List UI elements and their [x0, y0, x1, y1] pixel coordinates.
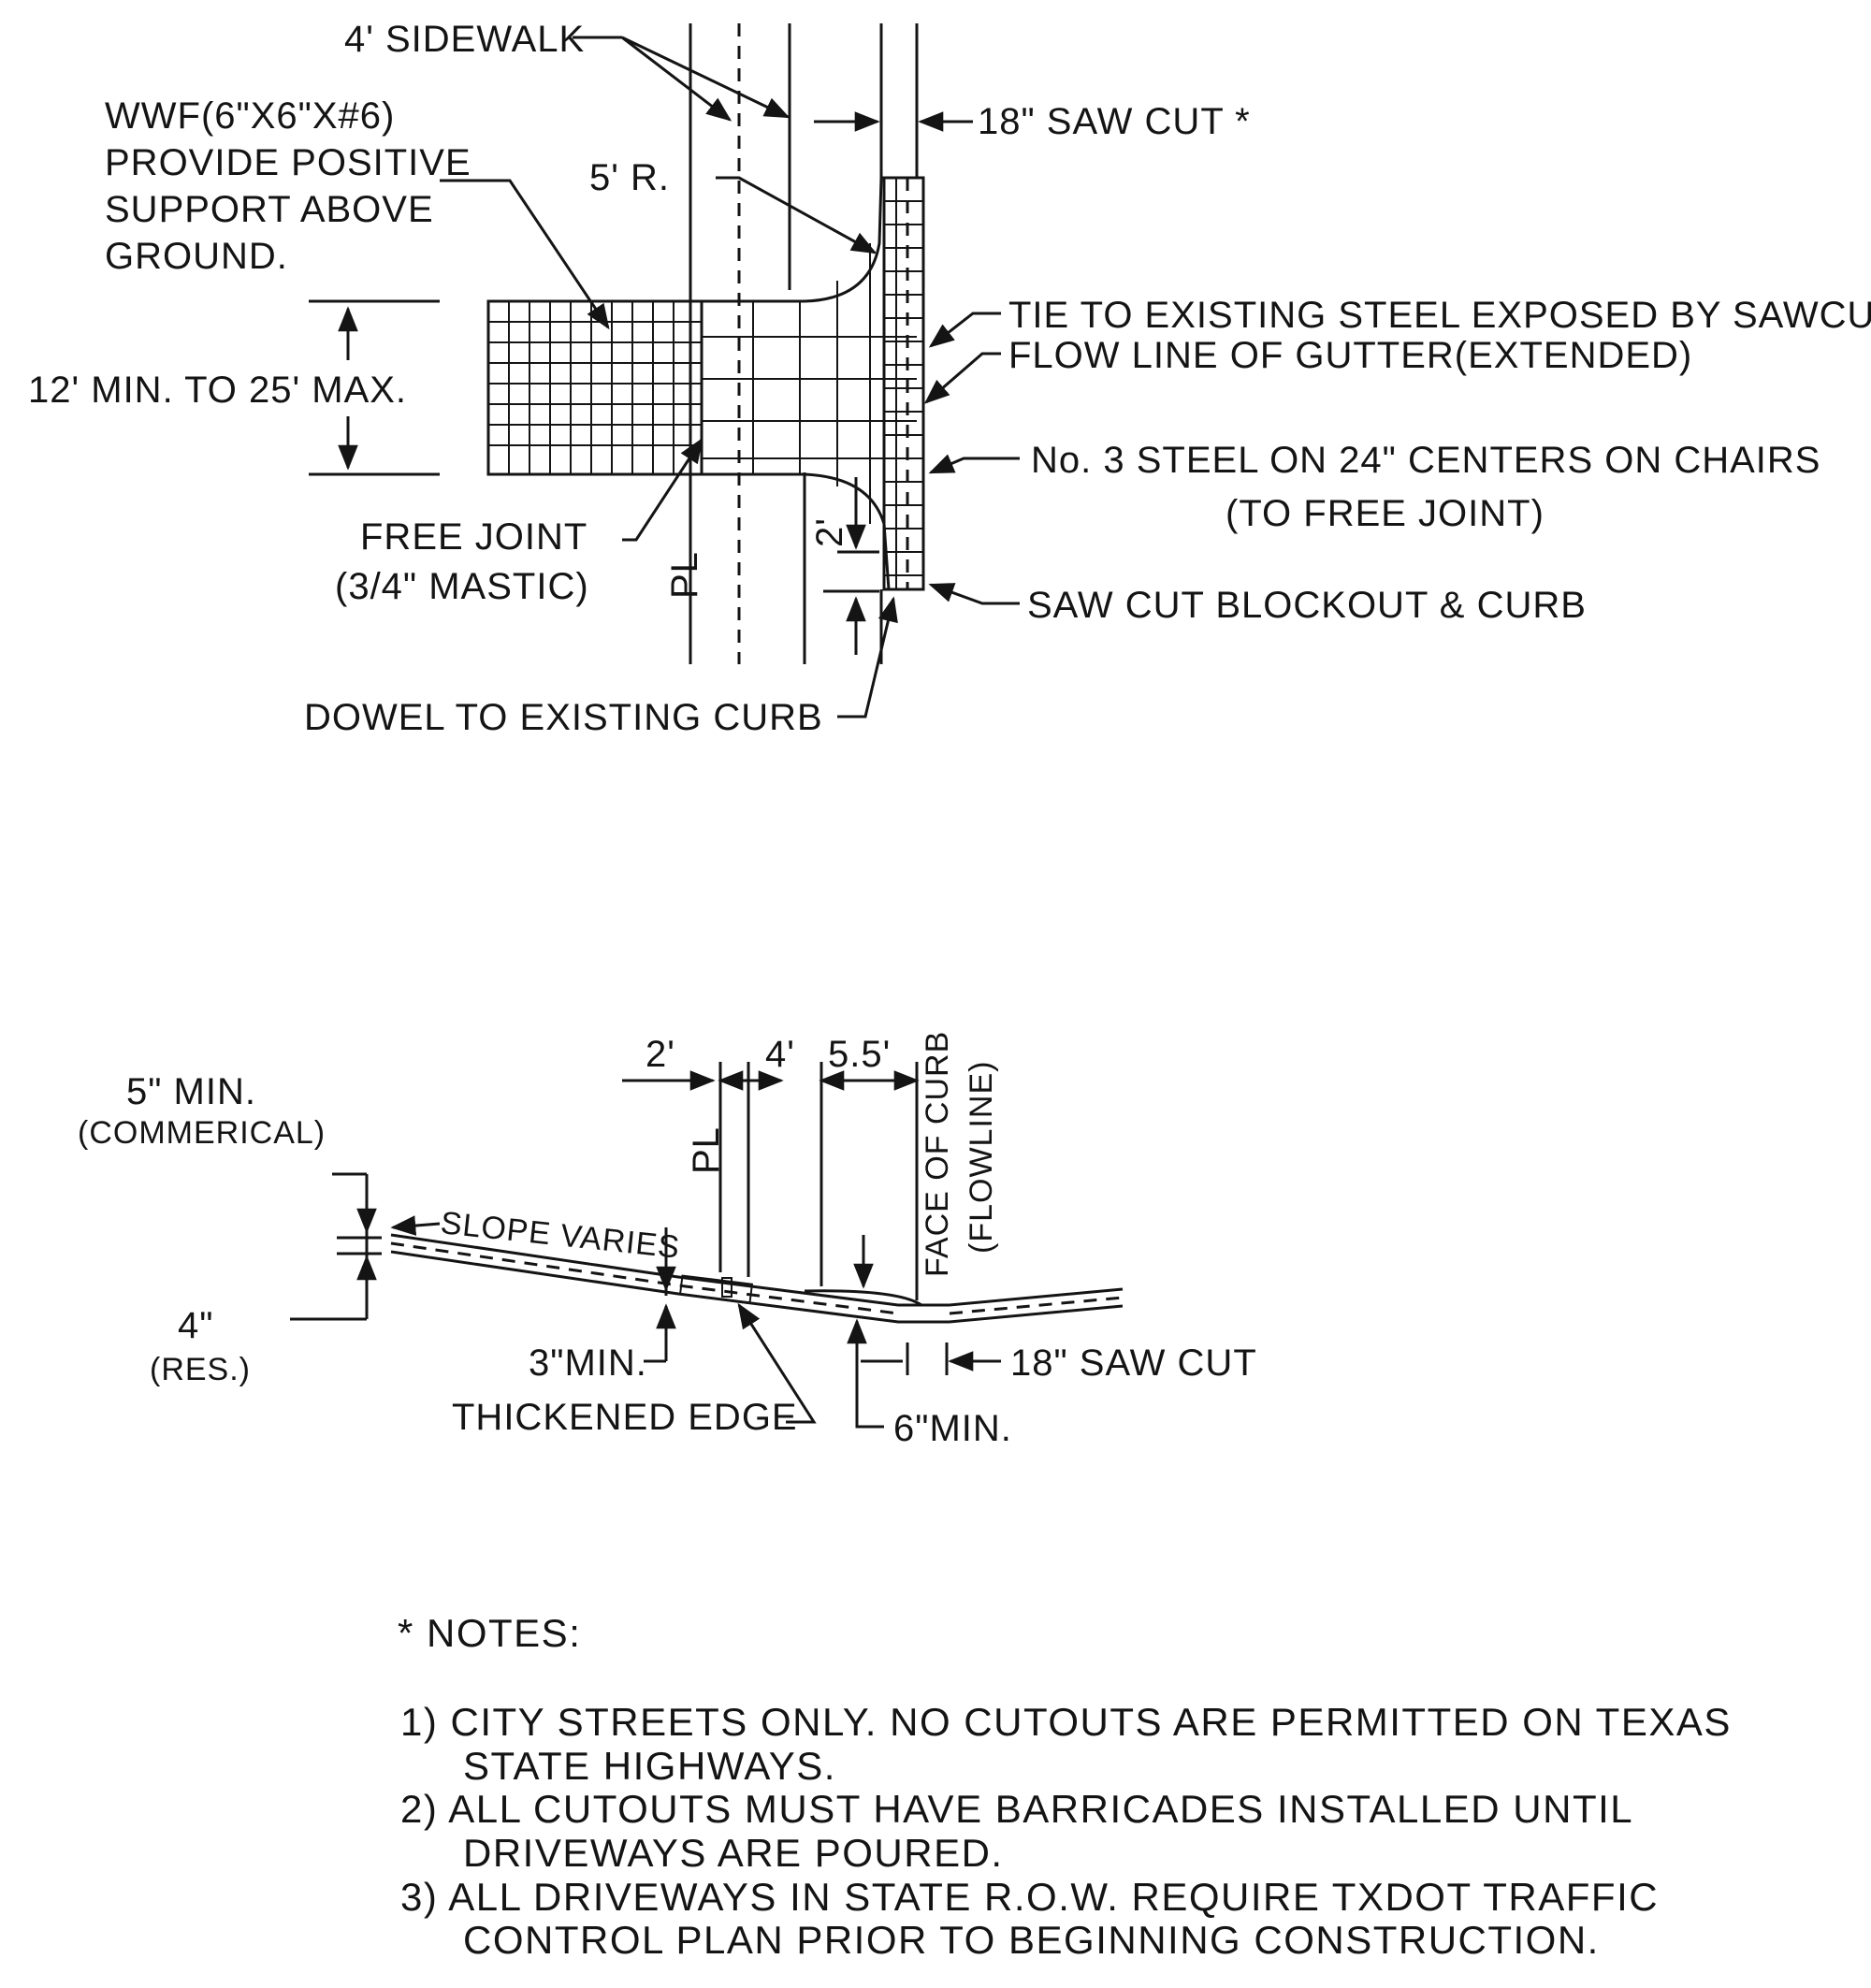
- wwf-mesh-left: [486, 299, 703, 476]
- plan-view: 4' SIDEWALK WWF(6"X6"X#6) PROVIDE POSITI…: [28, 19, 1871, 738]
- free-joint-leader: [622, 437, 703, 542]
- note-1-line-1: 1) CITY STREETS ONLY. NO CUTOUTS ARE PER…: [400, 1700, 1732, 1744]
- width-dimension-label: 12' MIN. TO 25' MAX.: [28, 370, 407, 411]
- steel-label-1: No. 3 STEEL ON 24" CENTERS ON CHAIRS: [1031, 440, 1820, 481]
- pl-label: PL: [664, 551, 705, 599]
- wwf-label-3: SUPPORT ABOVE: [105, 189, 434, 230]
- slope-arrow: [390, 1215, 441, 1236]
- notes-header: * NOTES:: [398, 1611, 581, 1655]
- flare-curve-top: [804, 177, 883, 303]
- section-pl-label: PL: [686, 1126, 727, 1174]
- section-view: 2' 4' 5.5' FACE OF CURB (FLOWLINE) PL 5"…: [78, 1031, 1257, 1449]
- wwf-label-1: WWF(6"X6"X#6): [105, 95, 395, 137]
- commercial-label: (COMMERICAL): [78, 1115, 326, 1151]
- six-min-leader: [855, 1394, 884, 1429]
- wwf-leader: [440, 179, 610, 330]
- flow-line-label: FLOW LINE OF GUTTER(EXTENDED): [1008, 335, 1692, 376]
- free-joint-label-1: FREE JOINT: [360, 516, 587, 558]
- three-min-label: 3"MIN.: [529, 1342, 647, 1384]
- note-2-line-1: 2) ALL CUTOUTS MUST HAVE BARRICADES INST…: [400, 1787, 1633, 1831]
- curb-blockout: [882, 176, 925, 591]
- note-3-line-2: CONTROL PLAN PRIOR TO BEGINNING CONSTRUC…: [463, 1918, 1600, 1962]
- sidewalk-label: 4' SIDEWALK: [344, 19, 585, 60]
- notes-block: * NOTES: 1) CITY STREETS ONLY. NO CUTOUT…: [398, 1611, 1732, 1962]
- four-in-label: 4": [178, 1305, 213, 1346]
- blockout-leader: [928, 583, 1020, 605]
- note-1-line-2: STATE HIGHWAYS.: [463, 1744, 836, 1788]
- sidewalk-arrow-2: [621, 36, 790, 119]
- flow-line-leader: [923, 352, 1001, 404]
- steel-leader: [928, 454, 1020, 474]
- section-saw-cut-label: 18" SAW CUT: [1010, 1342, 1257, 1384]
- dim-4-label: 4': [765, 1034, 795, 1075]
- wwf-label-4: GROUND.: [105, 236, 288, 277]
- radius-leader: [716, 176, 877, 254]
- dim-2-label: 2': [645, 1034, 675, 1075]
- steel-grid-right: [702, 243, 917, 524]
- slab-profile: [390, 1233, 1124, 1324]
- thickened-edge-label: THICKENED EDGE: [452, 1397, 798, 1438]
- note-3-line-1: 3) ALL DRIVEWAYS IN STATE R.O.W. REQUIRE…: [400, 1875, 1659, 1919]
- saw-cut-blockout-label: SAW CUT BLOCKOUT & CURB: [1027, 585, 1587, 626]
- sidewalk-arrow-1: [621, 36, 732, 122]
- dowel-label: DOWEL TO EXISTING CURB: [304, 697, 823, 738]
- face-of-curb-label: FACE OF CURB: [920, 1031, 955, 1277]
- radius-label: 5' R.: [589, 157, 670, 198]
- six-min-label: 6"MIN.: [893, 1408, 1012, 1449]
- res-label: (RES.): [150, 1352, 251, 1387]
- dim-55-label: 5.5': [828, 1034, 891, 1075]
- saw-cut-top-label: 18" SAW CUT *: [978, 101, 1251, 142]
- wwf-label-2: PROVIDE POSITIVE: [105, 142, 471, 183]
- tie-steel-leader: [928, 312, 1001, 348]
- thickened-edge-leader: [737, 1302, 817, 1424]
- two-ft-label: 2': [809, 517, 850, 547]
- note-2-line-2: DRIVEWAYS ARE POURED.: [463, 1831, 1004, 1875]
- five-min-label: 5" MIN.: [126, 1071, 256, 1112]
- flowline-label: (FLOWLINE): [964, 1061, 999, 1254]
- steel-label-2: (TO FREE JOINT): [1226, 493, 1545, 534]
- dowel-leader: [837, 596, 898, 718]
- slope-varies-label: SLOPE VARIES: [439, 1205, 682, 1266]
- free-joint-label-2: (3/4" MASTIC): [335, 566, 589, 607]
- tie-steel-label: TIE TO EXISTING STEEL EXPOSED BY SAWCUT: [1008, 295, 1871, 336]
